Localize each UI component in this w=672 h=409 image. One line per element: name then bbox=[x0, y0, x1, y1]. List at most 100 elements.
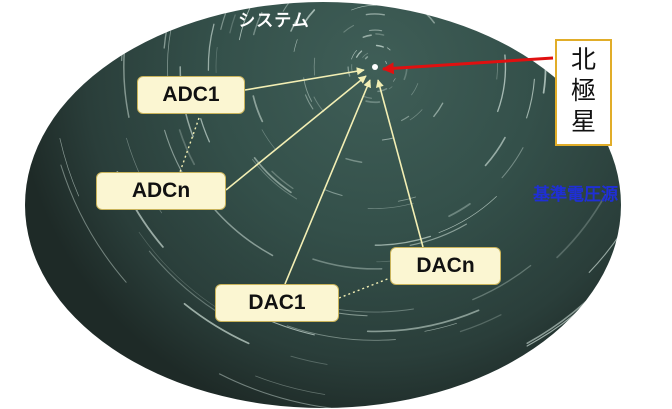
star-trail bbox=[282, 2, 299, 12]
star-trail bbox=[666, 0, 672, 22]
star-trail bbox=[433, 102, 444, 118]
star-trail bbox=[647, 144, 672, 261]
star-trail bbox=[200, 118, 211, 143]
star-trail bbox=[218, 373, 332, 408]
star-trail bbox=[271, 170, 294, 190]
star-trail bbox=[0, 111, 16, 214]
polaris-star bbox=[372, 64, 378, 70]
star-trail bbox=[375, 33, 385, 36]
polaris-char-3: 星 bbox=[570, 107, 596, 136]
star-trail bbox=[183, 302, 250, 345]
star-trail bbox=[64, 2, 85, 83]
star-trail bbox=[313, 57, 316, 76]
star-trail bbox=[303, 77, 313, 102]
dac1-node: DAC1 bbox=[215, 284, 339, 322]
star-trail bbox=[286, 325, 396, 341]
star-trail bbox=[424, 322, 457, 332]
star-trail bbox=[98, 2, 127, 5]
connector-lines bbox=[179, 56, 554, 299]
star-trail bbox=[374, 235, 432, 246]
star-trail bbox=[459, 314, 502, 333]
star-trail bbox=[59, 138, 80, 197]
star-trail bbox=[588, 222, 621, 273]
star-trail bbox=[369, 29, 383, 32]
star-trail bbox=[526, 78, 535, 119]
star-trail bbox=[365, 100, 381, 104]
star-trail bbox=[252, 95, 264, 123]
star-trail bbox=[401, 115, 410, 122]
star-trail bbox=[362, 52, 369, 58]
star-trail bbox=[616, 235, 621, 295]
star-trail bbox=[448, 203, 471, 218]
star-trail bbox=[644, 171, 672, 247]
star-trail bbox=[138, 231, 221, 311]
star-trail bbox=[313, 96, 325, 113]
polaris-label: 北 極 星 bbox=[555, 39, 612, 146]
adc1-arrow bbox=[244, 67, 365, 91]
star-trail bbox=[211, 206, 274, 257]
star-trail bbox=[645, 34, 655, 143]
star-trail bbox=[215, 46, 218, 73]
star-trail bbox=[392, 78, 396, 82]
star-trail bbox=[409, 109, 423, 121]
star-trail bbox=[556, 194, 607, 259]
system-title: システム bbox=[238, 11, 310, 31]
star-trail bbox=[364, 56, 369, 60]
star-trail bbox=[351, 49, 358, 60]
star-trail bbox=[409, 223, 468, 246]
star-trail bbox=[178, 129, 196, 166]
dac1-arrow bbox=[284, 79, 371, 285]
star-trail bbox=[375, 44, 384, 48]
star-trail bbox=[472, 264, 532, 301]
star-trail bbox=[91, 32, 95, 71]
star-trail bbox=[290, 19, 298, 32]
star-trail bbox=[60, 164, 127, 283]
star-trail bbox=[253, 157, 292, 194]
star-trail bbox=[438, 196, 497, 234]
star-trail bbox=[647, 0, 658, 71]
dacn-arrow bbox=[376, 79, 424, 248]
star-trail bbox=[397, 196, 416, 202]
reference-voltage-label: 基準電圧源 bbox=[533, 185, 618, 205]
star-trail bbox=[347, 66, 351, 77]
star-trail bbox=[417, 2, 434, 10]
star-trail bbox=[366, 309, 480, 333]
star-trail bbox=[351, 4, 377, 11]
star-trail bbox=[645, 0, 662, 8]
polaris-red-arrow bbox=[381, 56, 554, 75]
adcn-arrow bbox=[225, 75, 367, 191]
star-trail bbox=[377, 88, 388, 93]
star-trail bbox=[494, 379, 593, 408]
star-trail bbox=[304, 94, 314, 110]
star-trail bbox=[611, 75, 621, 129]
star-trail bbox=[303, 9, 316, 24]
polaris-char-2: 極 bbox=[570, 76, 596, 105]
star-trail bbox=[411, 83, 419, 96]
dacn-node: DACn bbox=[390, 247, 501, 285]
star-trail bbox=[312, 258, 383, 270]
star-trail bbox=[252, 158, 298, 200]
star-trail bbox=[338, 308, 414, 313]
star-trail bbox=[343, 24, 355, 33]
star-trail bbox=[12, 0, 20, 47]
star-trail bbox=[365, 13, 386, 16]
star-trail bbox=[252, 11, 263, 36]
star-trail bbox=[501, 147, 524, 179]
star-trail bbox=[497, 54, 507, 113]
adcn-node: ADCn bbox=[96, 172, 226, 210]
polaris-char-1: 北 bbox=[570, 45, 596, 74]
star-trail bbox=[386, 47, 391, 51]
star-trail bbox=[362, 34, 372, 38]
dac-dots bbox=[338, 277, 391, 299]
star-trail bbox=[290, 355, 328, 365]
star-trail bbox=[484, 136, 506, 167]
star-trail bbox=[255, 375, 326, 395]
star-trail bbox=[639, 35, 641, 84]
star-trail bbox=[501, 0, 527, 1]
star-trail bbox=[207, 23, 215, 71]
star-trail bbox=[293, 39, 298, 52]
star-trail bbox=[656, 0, 668, 93]
star-trail bbox=[345, 157, 363, 163]
star-trail bbox=[229, 14, 236, 34]
